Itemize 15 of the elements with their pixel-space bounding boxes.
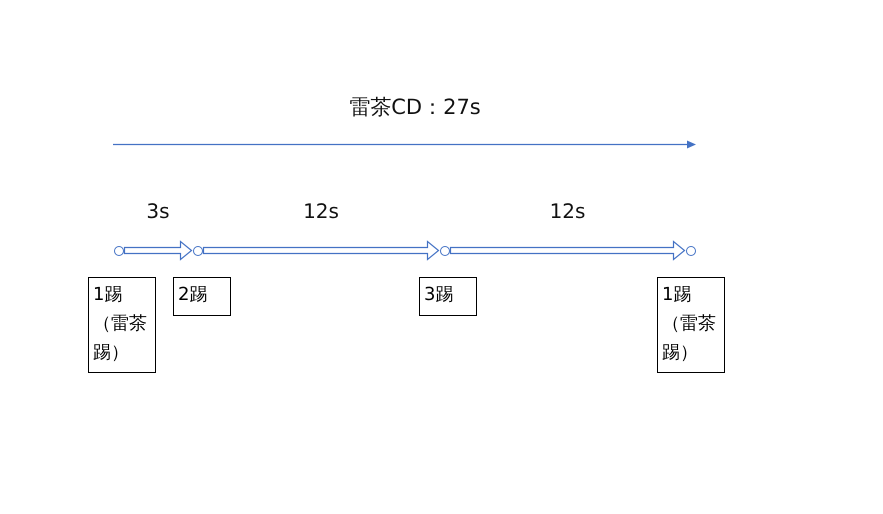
text-box: 1踢（雷茶踢）	[88, 277, 156, 373]
edge-label: 3s	[146, 199, 170, 223]
block-arrow	[450, 240, 686, 261]
edge-label: 12s	[303, 199, 339, 223]
text-box: 2踢	[173, 277, 231, 316]
title: 雷茶CD：27s	[349, 94, 481, 121]
text-box: 3踢	[419, 277, 477, 316]
point-marker	[440, 246, 450, 256]
block-arrow	[202, 240, 440, 261]
block-arrow	[124, 240, 192, 261]
edge-label: 12s	[550, 199, 586, 223]
text-box: 1踢（雷茶踢）	[657, 277, 725, 373]
point-marker	[114, 246, 124, 256]
point-marker	[686, 246, 696, 256]
point-marker	[192, 246, 202, 256]
